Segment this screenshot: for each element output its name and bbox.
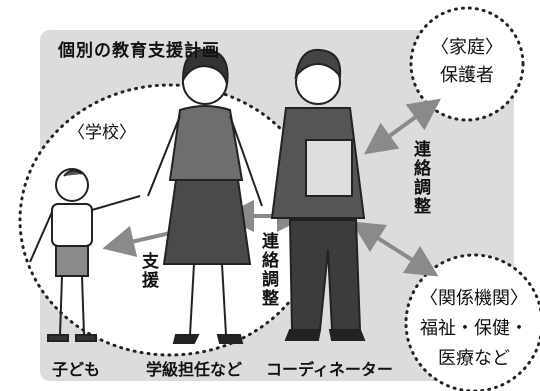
child-label: 子ども [52, 360, 101, 379]
support-label: 支援 [138, 252, 158, 290]
teacher-figure [147, 48, 263, 344]
plan-title: 個別の教育支援計画 [58, 41, 220, 61]
teacher-label: 学級担任など [146, 360, 243, 379]
coordinator-label: コーディネーター [266, 360, 393, 379]
coord-label-right: 連絡調整 [410, 140, 430, 216]
coordinator-figure [270, 48, 366, 341]
family-circle [409, 6, 525, 122]
agencies-circle [404, 253, 540, 391]
coord-label-center: 連絡調整 [258, 232, 278, 308]
agencies-heading: 〈関係機関〉 [420, 288, 528, 309]
agencies-line2: 医療など [438, 348, 510, 369]
agencies-label: 〈関係機関〉 福祉・保健・ 医療など [404, 284, 540, 374]
agencies-line1: 福祉・保健・ [420, 318, 528, 339]
family-label: 〈家庭〉 保護者 [411, 34, 523, 90]
family-text: 保護者 [440, 65, 494, 86]
family-heading: 〈家庭〉 [431, 37, 503, 58]
school-label: 〈学校〉 [68, 123, 136, 143]
coord-arrow-family [364, 98, 441, 155]
child-figure [29, 168, 141, 342]
coord-arrow-agencies [351, 221, 439, 277]
